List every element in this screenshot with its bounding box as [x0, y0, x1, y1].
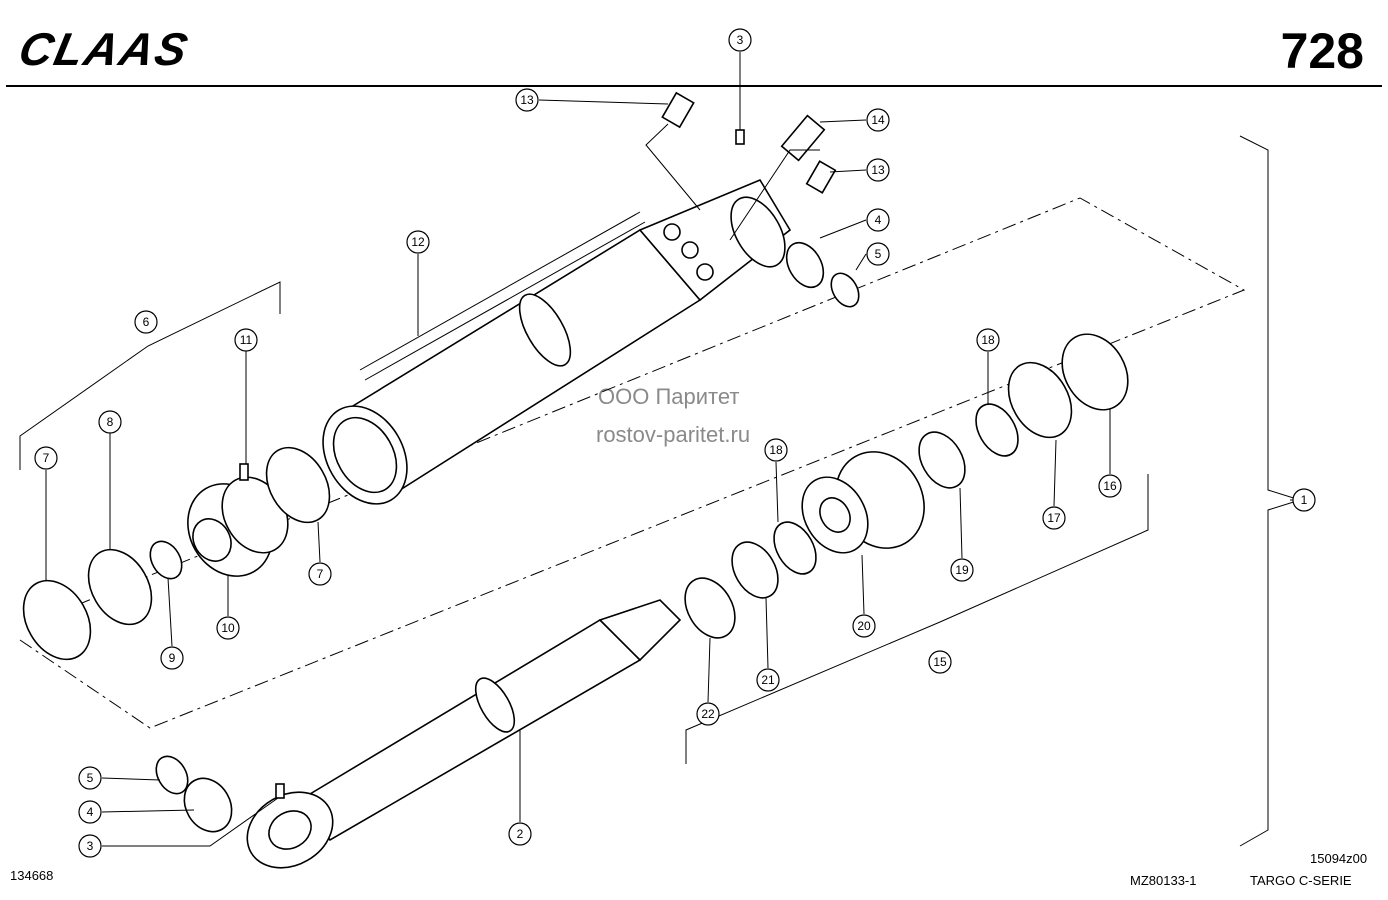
- callout-12: 12: [406, 230, 430, 254]
- footer-left-code: 134668: [10, 868, 54, 883]
- svg-text:7: 7: [43, 451, 50, 465]
- svg-text:2: 2: [517, 827, 524, 841]
- footer-right-code: 15094z00: [1310, 851, 1368, 866]
- callout-7-right: 7: [308, 562, 332, 586]
- cylinder-tube: [322, 178, 792, 505]
- svg-text:4: 4: [87, 805, 94, 819]
- callout-1: 1: [1292, 488, 1316, 512]
- callout-10: 10: [216, 616, 240, 640]
- svg-text:3: 3: [87, 839, 94, 853]
- bracket-group-15: [685, 474, 1149, 764]
- footer-series: TARGO C-SERIE: [1250, 873, 1352, 888]
- svg-text:12: 12: [411, 235, 425, 249]
- svg-text:17: 17: [1047, 511, 1061, 525]
- svg-text:1: 1: [1301, 493, 1308, 507]
- svg-text:10: 10: [221, 621, 235, 635]
- callout-15: 15: [928, 650, 952, 674]
- watermark-site: rostov-paritet.ru: [596, 422, 751, 447]
- callout-5-top: 5: [866, 242, 890, 266]
- bracket-group-6: [19, 281, 281, 470]
- svg-text:19: 19: [955, 563, 969, 577]
- callout-22: 22: [696, 702, 720, 726]
- svg-text:9: 9: [169, 651, 176, 665]
- svg-text:18: 18: [981, 333, 995, 347]
- svg-text:5: 5: [87, 771, 94, 785]
- svg-text:6: 6: [143, 315, 150, 329]
- callout-11: 11: [234, 328, 258, 352]
- callout-18-top: 18: [976, 328, 1000, 352]
- header-divider-left: [6, 85, 1238, 87]
- assembly-dash-outline: [19, 197, 1246, 729]
- leader-lines: [45, 52, 1300, 847]
- svg-text:7: 7: [317, 567, 324, 581]
- svg-text:20: 20: [857, 619, 871, 633]
- svg-text:14: 14: [871, 113, 885, 127]
- callout-5-bottom: 5: [78, 766, 102, 790]
- callout-18-mid: 18: [764, 438, 788, 462]
- piston-rod: [246, 599, 682, 869]
- callout-4-bottom: 4: [78, 800, 102, 824]
- callout-6: 6: [134, 310, 158, 334]
- svg-text:5: 5: [875, 247, 882, 261]
- svg-text:22: 22: [701, 707, 715, 721]
- fittings: [239, 91, 837, 799]
- svg-text:3: 3: [737, 33, 744, 47]
- callout-13-right: 13: [866, 158, 890, 182]
- seal-rings: [22, 241, 1129, 833]
- svg-text:13: 13: [871, 163, 885, 177]
- svg-text:4: 4: [875, 213, 882, 227]
- svg-text:13: 13: [520, 93, 534, 107]
- callout-16: 16: [1098, 474, 1122, 498]
- callout-14: 14: [866, 108, 890, 132]
- svg-text:15: 15: [933, 655, 947, 669]
- watermark-company: ООО Паритет: [598, 384, 740, 409]
- callout-3-top: 3: [728, 28, 752, 52]
- callout-20: 20: [852, 614, 876, 638]
- svg-text:18: 18: [769, 443, 783, 457]
- svg-text:8: 8: [107, 415, 114, 429]
- svg-text:16: 16: [1103, 479, 1117, 493]
- callout-13-top: 13: [515, 88, 539, 112]
- callout-3-bottom: 3: [78, 834, 102, 858]
- callout-2: 2: [508, 822, 532, 846]
- header-divider-right: [1238, 85, 1382, 87]
- callout-7-left: 7: [34, 446, 58, 470]
- piston: [801, 451, 925, 554]
- page-number: 728: [1280, 23, 1364, 79]
- svg-text:11: 11: [240, 333, 253, 347]
- callout-8: 8: [98, 410, 122, 434]
- callout-19: 19: [950, 558, 974, 582]
- footer-drawing-code: MZ80133-1: [1130, 873, 1197, 888]
- callout-9: 9: [160, 646, 184, 670]
- callout-17: 17: [1042, 506, 1066, 530]
- bracket-group-1: [1239, 135, 1302, 847]
- callout-4-top: 4: [866, 208, 890, 232]
- svg-text:21: 21: [761, 673, 775, 687]
- callout-21: 21: [756, 668, 780, 692]
